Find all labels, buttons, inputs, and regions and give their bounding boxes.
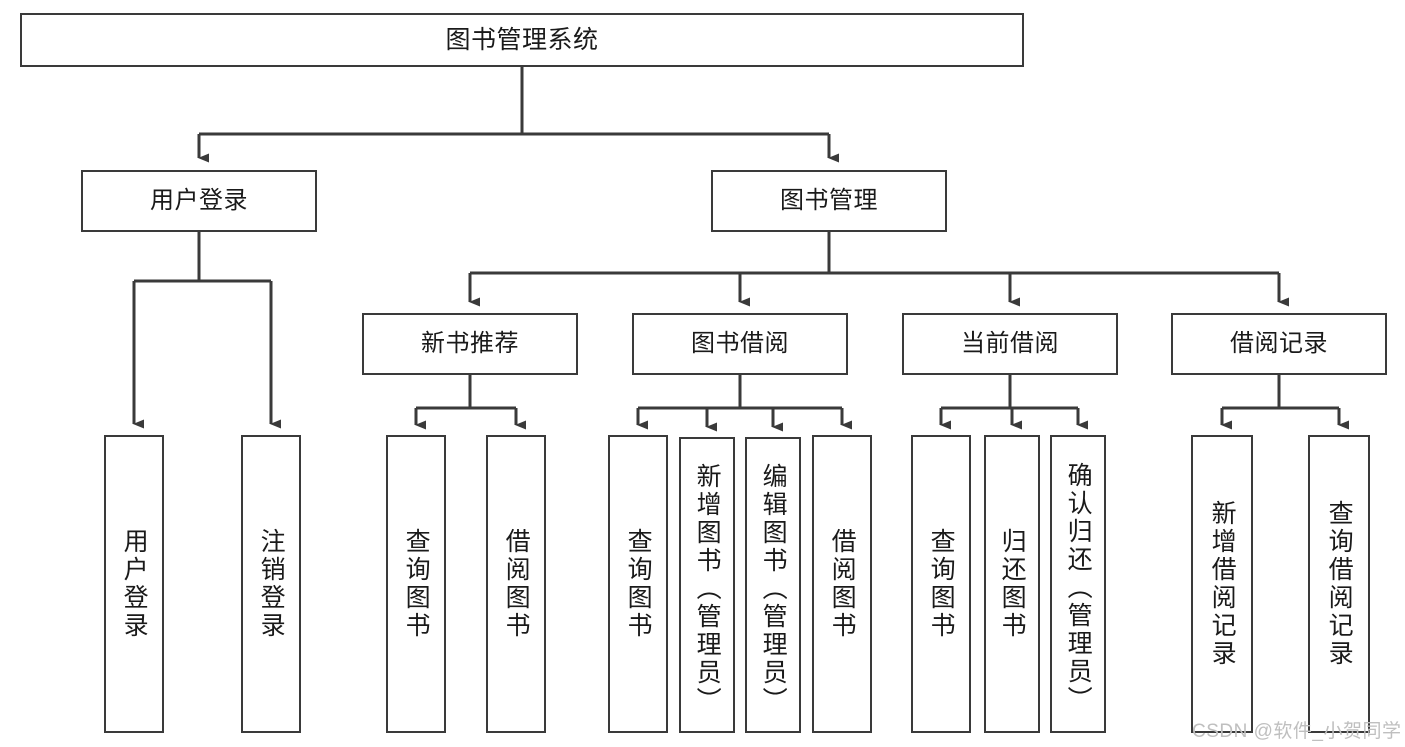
node-label: 归还图书 bbox=[998, 528, 1027, 640]
node-current-borrow[interactable]: 当前借阅 bbox=[902, 313, 1118, 375]
csdn-watermark: CSDN @软件_小贺同学 bbox=[1192, 721, 1402, 742]
node-label: 借阅图书 bbox=[502, 528, 531, 640]
node-label: 图书管理 bbox=[780, 187, 878, 215]
node-leaf-query-borrow-record[interactable]: 查询借阅记录 bbox=[1308, 435, 1370, 733]
node-leaf-user-logout[interactable]: 注销登录 bbox=[241, 435, 301, 733]
node-leaf-recommend-query-book[interactable]: 查询图书 bbox=[386, 435, 446, 733]
node-leaf-return-book[interactable]: 归还图书 bbox=[984, 435, 1040, 733]
node-leaf-add-book-admin[interactable]: 新增图书（管理员） bbox=[679, 437, 735, 733]
node-label: 查询图书 bbox=[927, 528, 956, 640]
node-label: 新增借阅记录 bbox=[1208, 500, 1237, 668]
node-book-borrow[interactable]: 图书借阅 bbox=[632, 313, 848, 375]
node-leaf-current-query-book[interactable]: 查询图书 bbox=[911, 435, 971, 733]
node-label: 用户登录 bbox=[120, 528, 149, 640]
node-borrow-record[interactable]: 借阅记录 bbox=[1171, 313, 1387, 375]
node-label: 确认归还（管理员） bbox=[1064, 462, 1093, 714]
node-label: 借阅图书 bbox=[828, 528, 857, 640]
node-label: 借阅记录 bbox=[1230, 330, 1328, 358]
node-leaf-confirm-return-admin[interactable]: 确认归还（管理员） bbox=[1050, 435, 1106, 733]
node-leaf-recommend-borrow-book[interactable]: 借阅图书 bbox=[486, 435, 546, 733]
node-label: 编辑图书（管理员） bbox=[759, 463, 788, 715]
node-label: 当前借阅 bbox=[961, 330, 1059, 358]
node-book-manage[interactable]: 图书管理 bbox=[711, 170, 947, 232]
node-label: 图书管理系统 bbox=[445, 25, 599, 54]
node-label: 注销登录 bbox=[257, 528, 286, 640]
node-label: 新增图书（管理员） bbox=[693, 463, 722, 715]
node-leaf-edit-book-admin[interactable]: 编辑图书（管理员） bbox=[745, 437, 801, 733]
node-label: 查询图书 bbox=[624, 528, 653, 640]
node-label: 新书推荐 bbox=[421, 330, 519, 358]
node-label: 图书借阅 bbox=[691, 330, 789, 358]
node-label: 用户登录 bbox=[150, 187, 248, 215]
node-user-login[interactable]: 用户登录 bbox=[81, 170, 317, 232]
node-leaf-borrow-book[interactable]: 借阅图书 bbox=[812, 435, 872, 733]
node-leaf-borrow-query-book[interactable]: 查询图书 bbox=[608, 435, 668, 733]
node-new-book-recommend[interactable]: 新书推荐 bbox=[362, 313, 578, 375]
node-label: 查询图书 bbox=[402, 528, 431, 640]
node-label: 查询借阅记录 bbox=[1325, 500, 1354, 668]
node-leaf-user-login[interactable]: 用户登录 bbox=[104, 435, 164, 733]
node-root-system[interactable]: 图书管理系统 bbox=[20, 13, 1024, 67]
node-leaf-add-borrow-record[interactable]: 新增借阅记录 bbox=[1191, 435, 1253, 733]
